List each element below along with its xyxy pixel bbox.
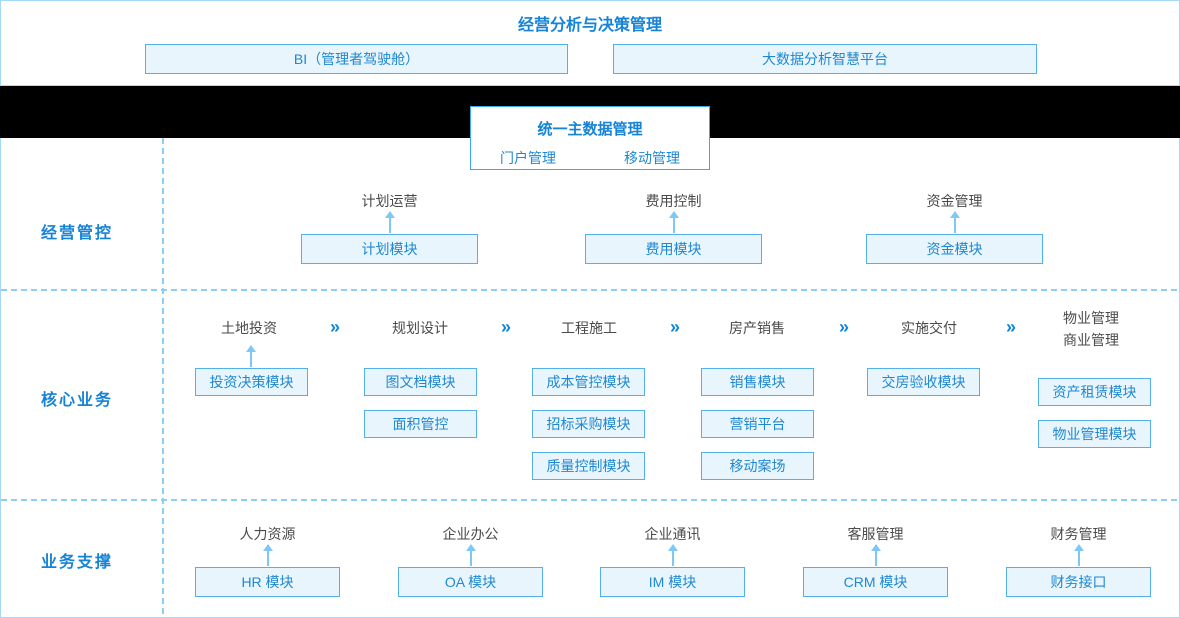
support-group-finance: 财务管理 财务接口 xyxy=(1006,526,1151,597)
module-box: OA 模块 xyxy=(398,567,543,597)
module-box: 销售模块 xyxy=(701,368,814,396)
stage-label: 财务管理 xyxy=(1050,526,1107,542)
core-stage-sales: 房产销售 xyxy=(729,320,785,336)
master-data-title: 统一主数据管理 xyxy=(537,121,643,138)
support-group-crm: 客服管理 CRM 模块 xyxy=(803,526,948,597)
row-label-core: 核心业务 xyxy=(41,392,114,409)
module-box: 质量控制模块 xyxy=(532,452,645,480)
stage-label: 客服管理 xyxy=(847,526,904,542)
chevron-right-icon: » xyxy=(838,317,850,337)
support-group-im: 企业通讯 IM 模块 xyxy=(600,526,745,597)
module-box: HR 模块 xyxy=(195,567,340,597)
row-divider-2 xyxy=(1,499,1179,501)
core-stage-construction: 工程施工 xyxy=(561,320,617,336)
module-box: 资产租赁模块 xyxy=(1038,378,1151,406)
module-box: 费用模块 xyxy=(585,234,762,264)
core-stage-delivery: 实施交付 xyxy=(901,320,957,336)
chevron-right-icon: » xyxy=(669,317,681,337)
stage-label: 计划运营 xyxy=(361,193,418,209)
module-box: CRM 模块 xyxy=(803,567,948,597)
up-arrow-icon xyxy=(1073,544,1085,566)
stage-label: 人力资源 xyxy=(239,526,296,542)
portal-management-label: 门户管理 xyxy=(500,150,556,166)
chevron-right-icon: » xyxy=(500,317,512,337)
stage-label: 费用控制 xyxy=(645,193,702,209)
analysis-section: 经营分析与决策管理 BI（管理者驾驶舱） 大数据分析智慧平台 xyxy=(0,0,1180,86)
stage-line-2: 商业管理 xyxy=(1063,332,1119,348)
row-label-management: 经营管控 xyxy=(41,225,114,242)
main-section: 经营管控 核心业务 业务支撑 计划运营 计划模块 费用控制 费用模块 资金管理 … xyxy=(0,138,1180,618)
row-divider-1 xyxy=(1,289,1179,291)
module-box: 资金模块 xyxy=(866,234,1043,264)
master-data-box: 统一主数据管理 门户管理 移动管理 xyxy=(470,106,710,170)
up-arrow-icon xyxy=(870,544,882,566)
module-box: 成本管控模块 xyxy=(532,368,645,396)
up-arrow-icon xyxy=(245,343,257,368)
module-box: 物业管理模块 xyxy=(1038,420,1151,448)
bigdata-platform-box: 大数据分析智慧平台 xyxy=(613,44,1037,74)
module-box: 图文档模块 xyxy=(364,368,477,396)
module-box: 计划模块 xyxy=(301,234,478,264)
module-box: 招标采购模块 xyxy=(532,410,645,438)
module-box: IM 模块 xyxy=(600,567,745,597)
bi-cockpit-box: BI（管理者驾驶舱） xyxy=(145,44,568,74)
core-stage-design: 规划设计 xyxy=(392,320,448,336)
analysis-title: 经营分析与决策管理 xyxy=(517,17,662,34)
stage-label: 企业通讯 xyxy=(644,526,701,542)
label-column-divider xyxy=(162,138,164,617)
support-group-oa: 企业办公 OA 模块 xyxy=(398,526,543,597)
up-arrow-icon xyxy=(262,544,274,566)
stage-label: 资金管理 xyxy=(926,193,983,209)
up-arrow-icon xyxy=(949,211,961,233)
chevron-right-icon: » xyxy=(329,317,341,337)
core-stage-land: 土地投资 xyxy=(221,320,277,336)
module-box: 财务接口 xyxy=(1006,567,1151,597)
module-box: 投资决策模块 xyxy=(195,368,308,396)
stage-label: 企业办公 xyxy=(442,526,499,542)
management-group-expense: 费用控制 费用模块 xyxy=(585,193,762,264)
core-stage-property: 物业管理 商业管理 xyxy=(1063,307,1119,351)
chevron-right-icon: » xyxy=(1005,317,1017,337)
row-label-support: 业务支撑 xyxy=(41,554,114,571)
management-group-capital: 资金管理 资金模块 xyxy=(866,193,1043,264)
mobile-management-label: 移动管理 xyxy=(624,150,680,166)
support-group-hr: 人力资源 HR 模块 xyxy=(195,526,340,597)
stage-line-1: 物业管理 xyxy=(1063,310,1119,326)
module-box: 移动案场 xyxy=(701,452,814,480)
up-arrow-icon xyxy=(668,211,680,233)
module-box: 营销平台 xyxy=(701,410,814,438)
up-arrow-icon xyxy=(384,211,396,233)
up-arrow-icon xyxy=(667,544,679,566)
module-box: 面积管控 xyxy=(364,410,477,438)
management-group-plan: 计划运营 计划模块 xyxy=(301,193,478,264)
module-box: 交房验收模块 xyxy=(867,368,980,396)
up-arrow-icon xyxy=(465,544,477,566)
